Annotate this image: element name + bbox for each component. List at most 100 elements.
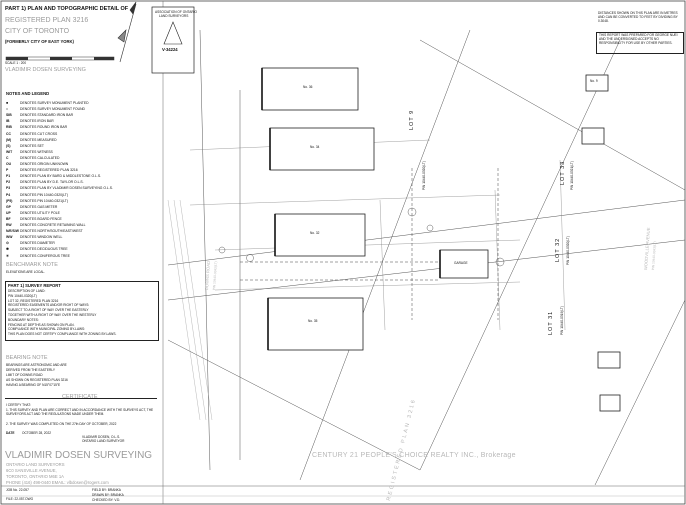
pin-lot32: PIN 10440-0320(LT) (566, 236, 570, 265)
survey-report-box (5, 281, 159, 341)
building-b-label: No. 35 (308, 319, 318, 323)
notice-note: THIS REPORT WAS PREPARED FOR GEORGE NUEI… (599, 33, 678, 45)
legend-text: DENOTES IRON BAR (20, 119, 54, 124)
bearing-title: BEARING NOTE (6, 355, 48, 361)
lot32-label: LOT 32 (555, 237, 561, 262)
legend-text: DENOTES STANDARD IRON BAR (20, 113, 74, 118)
report-line: THIS PLAN DOES NOT CERTIFY COMPLIANCE WI… (8, 332, 117, 337)
legend-code: SIB (6, 113, 12, 118)
legend-code: RIB (6, 125, 12, 130)
report-line: REGISTERED EASEMENTS AND/OR RIGHT OF WAY… (8, 303, 90, 308)
legend-item: SIB DENOTES STANDARD IRON BAR (6, 113, 73, 117)
certificate-intro: I CERTIFY THAT: (6, 403, 31, 407)
legend-text: DENOTES WITNESS (20, 149, 53, 154)
legend-text: DENOTES SURVEY MONUMENT FOUND (20, 107, 85, 112)
legend-title: NOTES AND LEGEND (6, 91, 50, 96)
firm-address2: TORONTO, ONTARIO M6E 1A (6, 474, 64, 479)
bearing-line: HAVING A BEARING OF N15°07'15"E (6, 383, 61, 387)
legend-code: (M) (6, 137, 12, 142)
legend-code: P2 (6, 180, 11, 185)
legend-text: DENOTES CALCULATED (20, 155, 60, 160)
pin-lot33: PIN 10440-0321(LT) (570, 161, 574, 190)
house-mid-label: No. 34 (310, 145, 320, 149)
checked-by: CHECKED BY: V.D. (92, 498, 121, 502)
drawn-by: DRAWN BY: BRANKA (92, 493, 124, 497)
date-label: DATE (6, 431, 15, 435)
report-title: PART 1) SURVEY REPORT (8, 283, 61, 288)
report-line: TOGETHER WITH A RIGHT OF WAY OVER THE WE… (8, 313, 97, 317)
legend-code: P4 (6, 192, 11, 197)
legend-text: DENOTES ROUND IRON BAR (20, 125, 68, 130)
legend-code: ✹ (6, 247, 9, 252)
legend-item: (S)DENOTES SET (6, 144, 44, 148)
surveyor-faint: VLADIMIR DOSEN SURVEYING (5, 67, 86, 73)
legend-item: P4 DENOTES PIN 10440-0320(LT) (6, 193, 68, 197)
legend-code: P (6, 168, 9, 173)
stamp-line1: ASSOCIATION OF ONTARIO (155, 10, 198, 14)
legend-code: GP (6, 204, 11, 209)
garage-label: GARAGE (454, 261, 468, 265)
legend-text: DENOTES SURVEY MONUMENT PLANTED (20, 101, 89, 105)
legend-item: ✹DENOTES DECIDUOUS TREE (6, 247, 68, 251)
stamp-line2: LAND SURVEYORS (159, 14, 189, 18)
report-line: BOUNDARY NOTES: (8, 317, 39, 322)
legend-item: (M) DENOTES MEASURED (6, 138, 57, 142)
certificate-item-2: 2. THE SURVEY WAS COMPLETED ON THE 27th … (6, 422, 117, 426)
lot9-label: LOT 9 (409, 109, 415, 130)
legend-code: WW (6, 235, 13, 240)
legend-text: DENOTES PLAN BY BARD & MIDDLESTONE O.L.S… (20, 174, 102, 179)
report-line: FENCING AT DEPTHS AS SHOWN ON PLAN. (8, 322, 75, 327)
legend-text: DENOTES PLAN BY D.E. TAYLOR O.L.S. (20, 180, 84, 185)
legend-item: (P5)DENOTES PIN 10440-0321(LT) (6, 199, 68, 203)
legend-item: RIB DENOTES ROUND IRON BAR (6, 125, 67, 129)
legend-text: DENOTES PIN 10440-0320(LT) (20, 192, 68, 197)
legend-item: N/E/S/WDENOTES NORTH/SOUTH/EAST/WEST (6, 229, 83, 233)
report-line: LOT 32, REGISTERED PLAN 3216 (8, 298, 59, 303)
legend-text: DENOTES DIAMETER (20, 241, 55, 246)
firm-address1: 6C0 SANSVILLE AVENUE, (6, 468, 57, 473)
firm-sub: ONTARIO LAND SURVEYORS (6, 462, 65, 467)
legend-code: UP (6, 210, 11, 215)
signer-name: VLADIMIR DOSEN, O.L.S. (82, 435, 121, 439)
legend-item: C DENOTES CALCULATED (6, 156, 60, 160)
legend-text: DENOTES BOARD FENCE (20, 216, 62, 221)
report-line: DESCRIPTION OF LAND: (8, 289, 46, 293)
distance-note: DISTANCES SHOWN ON THIS PLAN ARE IN METR… (598, 11, 678, 23)
certificate-title: CERTIFICATE (62, 394, 98, 400)
legend-text: DENOTES MEASURED (20, 137, 57, 142)
legend-text: DENOTES CONCRETE RETAINING WALL (20, 223, 86, 227)
city-faint: CITY OF TORONTO (5, 28, 70, 35)
legend-code: C (6, 155, 9, 160)
legend-item: GP DENOTES GAS METER (6, 205, 57, 209)
legend-code: P3 (6, 186, 11, 191)
legend-text: DENOTES CUT CROSS (20, 131, 58, 136)
legend-code: CC (6, 131, 11, 136)
legend-code: BF (6, 216, 11, 221)
brokerage-watermark: CENTURY 21 PEOPLE'S CHOICE REALTY INC., … (312, 452, 516, 459)
legend-item: ✳DENOTES CONIFEROUS TREE (6, 254, 70, 258)
legend-text: DENOTES UTILITY POLE (20, 210, 60, 215)
legend-text: DENOTES PIN 10440-0321(LT) (20, 198, 68, 203)
legend-code: ⊙ (6, 241, 9, 246)
legend-code: ■ (6, 101, 9, 105)
report-line: COMPLIANCE WITH MUNICIPAL ZONING BY-LAWS… (8, 327, 85, 332)
scale-label: SCALE 1 : 200 (5, 61, 27, 65)
pin-lot31: PIN 10440-0319(LT) (560, 306, 564, 335)
legend-item: UP DENOTES UTILITY POLE (6, 211, 60, 215)
benchmark-text: ELEVATIONS ARE LOCAL. (6, 270, 46, 274)
firm-name: VLADIMIR DOSEN SURVEYING (5, 450, 153, 461)
signer-role: ONTARIO LAND SURVEYOR (82, 439, 125, 443)
pin-lot9: PIN 10440-0320(LT) (422, 161, 426, 190)
lot33-label: LOT 33 (560, 160, 566, 185)
legend-text: DENOTES GAS METER (20, 204, 58, 209)
notice-box (596, 32, 684, 54)
legend-code: OU (6, 162, 12, 166)
